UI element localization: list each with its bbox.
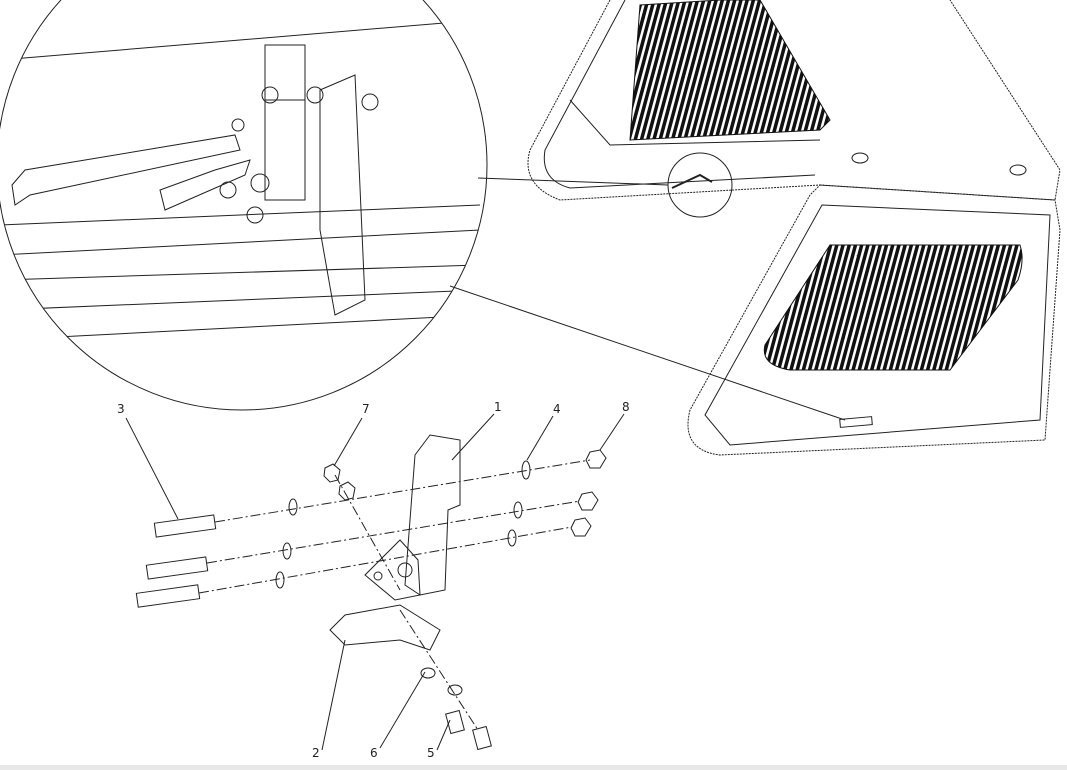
leader-lines [125,413,625,751]
callout-3: 3 [117,402,125,416]
part-1-bracket [404,434,461,596]
part-5-screws [445,709,492,751]
lower-speaker-cabinet [687,184,1061,456]
callout-4: 4 [553,402,561,416]
lower-grille [763,244,1023,371]
part-8-nuts [323,449,607,537]
detail-view-content [0,19,481,341]
part-2-handle [329,604,441,651]
callout-5: 5 [427,746,435,760]
exploded-latch-parts [135,434,607,751]
upper-speaker-cabinet [527,0,1061,201]
bottom-bar [0,765,1067,770]
part-3-bolts [135,514,217,608]
upper-grille [629,0,831,141]
callout-2: 2 [312,746,320,760]
callout-8: 8 [622,400,630,414]
detail-view-circle [0,0,488,411]
callout-7: 7 [362,402,370,416]
callout-6: 6 [370,746,378,760]
callout-1: 1 [494,400,502,414]
part-4-washers [275,460,531,696]
